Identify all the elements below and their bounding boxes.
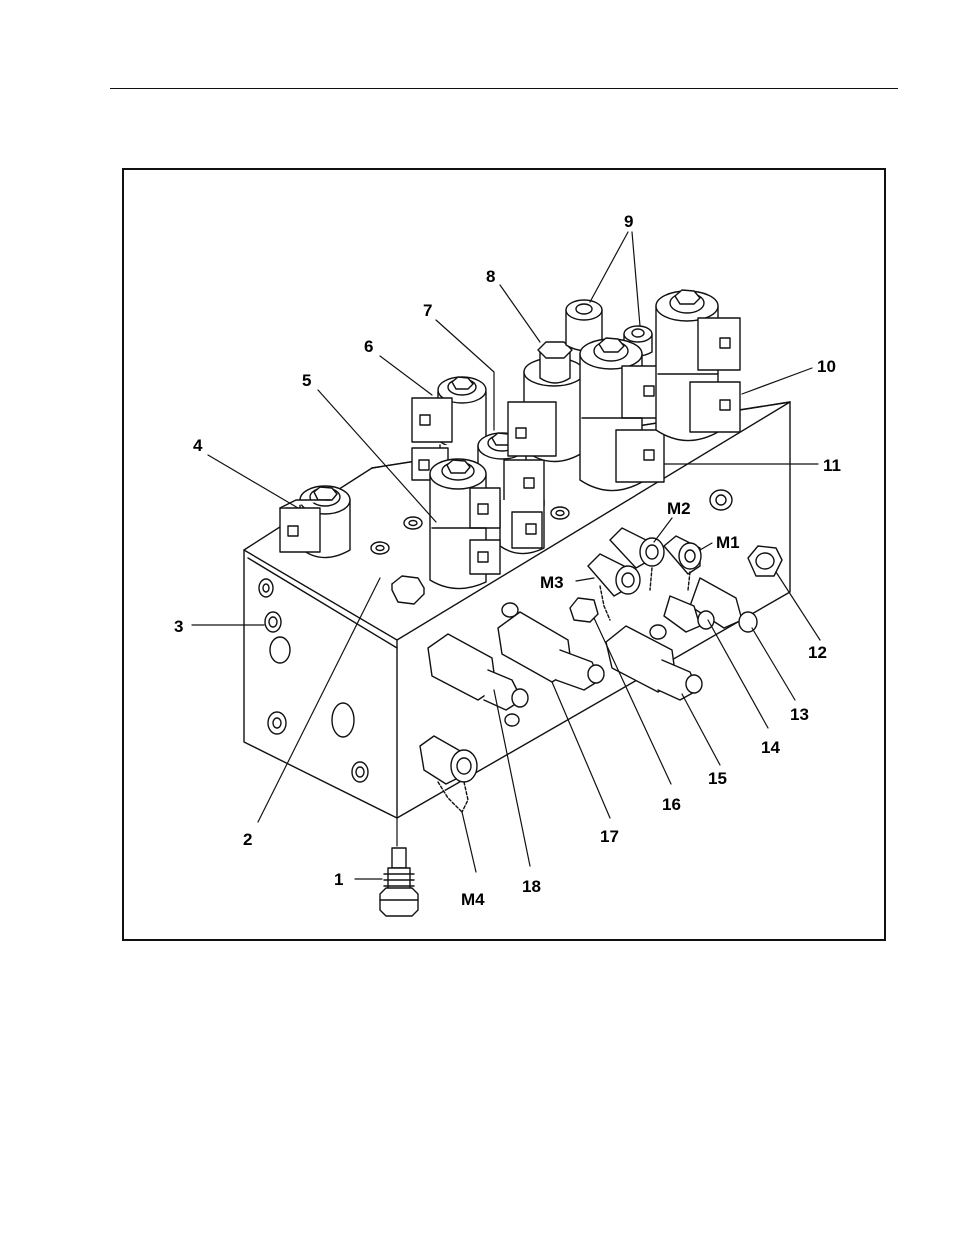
callout-9: 9 — [624, 212, 633, 231]
callout-6: 6 — [364, 337, 373, 356]
callout-8: 8 — [486, 267, 495, 286]
solenoid-valve-11 — [580, 338, 664, 491]
callout-2: 2 — [243, 830, 252, 849]
callout-3: 3 — [174, 617, 183, 636]
callout-1: 1 — [334, 870, 343, 889]
callout-4: 4 — [193, 436, 203, 455]
callout-16: 16 — [662, 795, 681, 814]
callout-10: 10 — [817, 357, 836, 376]
callout-11: 11 — [823, 456, 841, 475]
callout-18: 18 — [522, 877, 541, 896]
callout-5: 5 — [302, 371, 311, 390]
solenoid-valve-4 — [280, 486, 350, 558]
callout-12: 12 — [808, 643, 827, 662]
callout-13: 13 — [790, 705, 809, 724]
callout-m1: M1 — [716, 533, 740, 552]
solenoid-valve-10 — [656, 290, 740, 441]
callout-14: 14 — [761, 738, 780, 757]
relief-cartridge-1 — [380, 848, 418, 916]
callout-m3: M3 — [540, 573, 564, 592]
callout-m4: M4 — [461, 890, 485, 909]
callout-17: 17 — [600, 827, 619, 846]
callout-m2: M2 — [667, 499, 691, 518]
callout-7: 7 — [423, 301, 432, 320]
cartridge-valve-8 — [508, 342, 584, 462]
callout-15: 15 — [708, 769, 727, 788]
